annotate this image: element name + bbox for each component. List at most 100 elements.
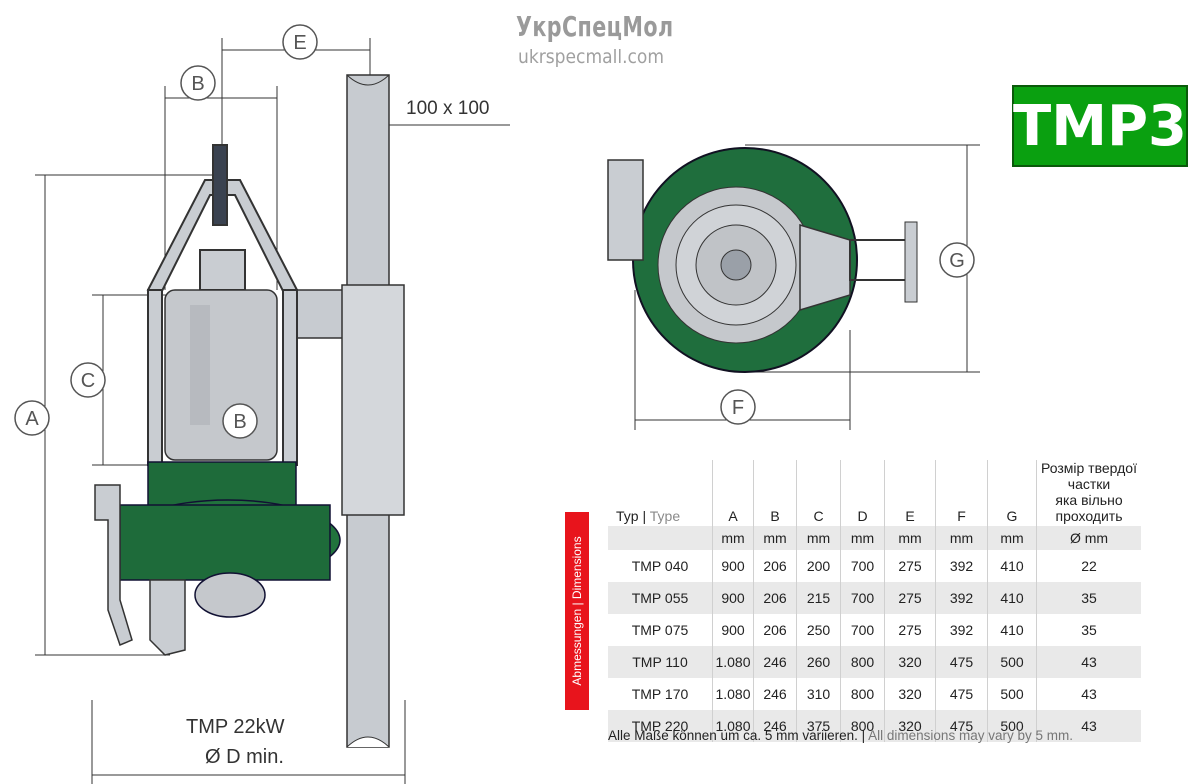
cell-a: 1.080 — [712, 646, 754, 678]
header-row: Typ | Type A B C D E F G Розмір твердої … — [608, 460, 1141, 526]
cell-solids: 22 — [1081, 558, 1097, 574]
cell-type: TMP 040 — [608, 550, 713, 582]
col-header-a: A — [712, 460, 754, 526]
motor-body — [164, 289, 278, 461]
profile-label: 100 x 100 — [406, 98, 490, 119]
cell-c: 250 — [796, 614, 841, 646]
letter-f: F — [732, 397, 744, 419]
cell-b: 246 — [753, 710, 797, 742]
dmin-label: Ø D min. — [205, 746, 284, 768]
cell-f: 475 — [935, 710, 988, 742]
cell-f: 475 — [935, 646, 988, 678]
cell-solids: 43 — [1081, 686, 1097, 702]
model-label: TMP 22kW — [186, 716, 285, 738]
table-row: TMP 040 900 206 200 700 275 392 410 22 — [608, 550, 1141, 582]
cell-g: 500 — [987, 710, 1037, 742]
cell-e: 320 — [884, 678, 936, 710]
top-view — [607, 144, 980, 430]
cell-e: 275 — [884, 550, 936, 582]
cell-d: 800 — [840, 710, 885, 742]
circle-b-motor — [222, 403, 258, 439]
note-en: All dimensions may vary by 5 mm. — [868, 728, 1073, 743]
circle-c — [70, 362, 106, 398]
cell-f: 392 — [935, 550, 988, 582]
circle-a — [14, 400, 50, 436]
cell-c: 200 — [796, 550, 841, 582]
watermark-name: УкрСпецМол — [516, 10, 674, 43]
solids-header-line-1: Розмір твердої частки — [1041, 460, 1137, 492]
cell-b: 246 — [753, 678, 797, 710]
letter-g: G — [949, 250, 965, 272]
cell-type: TMP 075 — [608, 614, 713, 646]
note-de: Alle Maße können um ca. 5 mm variieren. — [608, 728, 858, 743]
units-row: mm mm mm mm mm mm mm Ø mm — [608, 526, 1141, 550]
cell-a: 1.080 — [712, 678, 754, 710]
cell-a: 900 — [712, 582, 754, 614]
cell-type: TMP 170 — [608, 678, 713, 710]
cell-a: 900 — [712, 614, 754, 646]
table-row: TMP 220 1.080 246 375 800 320 475 500 43 — [608, 710, 1141, 742]
pump-claw — [94, 484, 186, 656]
letter-e: E — [293, 32, 306, 54]
unit-solids: Ø mm — [1036, 526, 1141, 550]
cell-e: 320 — [884, 710, 936, 742]
cell-solids: 43 — [1036, 646, 1141, 678]
cell-e: 275 — [884, 614, 936, 646]
cell-f: 392 — [935, 614, 988, 646]
dimensions-note: Alle Maße können um ca. 5 mm variieren. … — [608, 728, 1073, 743]
circle-b-top — [180, 65, 216, 101]
circle-g — [939, 242, 975, 278]
dimensions-vertical-label: Abmessungen | Dimensions — [570, 536, 584, 686]
unit-a: mm — [712, 526, 754, 550]
cell-d: 700 — [840, 614, 885, 646]
cell-type: TMP 110 — [608, 646, 713, 678]
cell-c: 310 — [796, 678, 841, 710]
cell-d: 700 — [840, 582, 885, 614]
col-header-c: C — [796, 460, 841, 526]
dimensions-vertical-bar: Abmessungen | Dimensions — [565, 512, 589, 710]
rail-guide-claw — [341, 284, 405, 516]
cell-g: 500 — [987, 678, 1037, 710]
type-header-de: Typ — [616, 508, 639, 524]
solids-header-line-2: яка вільно проходить — [1055, 492, 1123, 524]
unit-b: mm — [753, 526, 797, 550]
dimensions-table: Typ | Type A B C D E F G Розмір твердої … — [608, 460, 1141, 742]
solids-header: Розмір твердої частки яка вільно проходи… — [1037, 460, 1142, 526]
cell-e: 320 — [884, 646, 936, 678]
cell-a: 1.080 — [712, 710, 754, 742]
unit-e: mm — [884, 526, 936, 550]
cell-b: 246 — [753, 646, 797, 678]
cell-d: 800 — [840, 678, 885, 710]
cell-b: 206 — [753, 550, 797, 582]
cell-d: 700 — [840, 550, 885, 582]
rail-bracket — [295, 289, 349, 339]
letter-b-top: B — [191, 73, 204, 95]
watermark-url: ukrspecmall.com — [518, 46, 665, 68]
cell-c: 260 — [796, 646, 841, 678]
table-row: TMP 110 1.080 246 260 800 320 475 500 43 — [608, 646, 1141, 678]
table-row: TMP 170 1.080 246 310 800 320 475 500 43 — [608, 678, 1141, 710]
col-header-d: D — [840, 460, 885, 526]
unit-g: mm — [987, 526, 1037, 550]
cell-f: 475 — [935, 678, 988, 710]
type-header-en: Type — [649, 508, 681, 524]
cell-b: 206 — [753, 582, 797, 614]
circle-f — [720, 389, 756, 425]
cell-c: 215 — [796, 582, 841, 614]
cell-type: TMP 220 — [608, 710, 713, 742]
cell-f: 392 — [935, 582, 988, 614]
cell-g: 500 — [987, 646, 1037, 678]
table-row: TMP 075 900 206 250 700 275 392 410 35 — [608, 614, 1141, 646]
note-sep: | — [861, 728, 866, 743]
type-header: Typ | Type — [608, 460, 713, 526]
table-row: TMP 055 900 206 215 700 275 392 410 35 — [608, 582, 1141, 614]
cell-g: 410 — [987, 614, 1037, 646]
unit-f: mm — [935, 526, 988, 550]
model-badge: TMP3 — [1012, 85, 1188, 167]
cell-solids: 35 — [1081, 622, 1097, 638]
cell-b: 206 — [753, 614, 797, 646]
unit-c: mm — [796, 526, 841, 550]
cell-solids: 43 — [1036, 710, 1141, 742]
col-header-g: G — [987, 460, 1037, 526]
